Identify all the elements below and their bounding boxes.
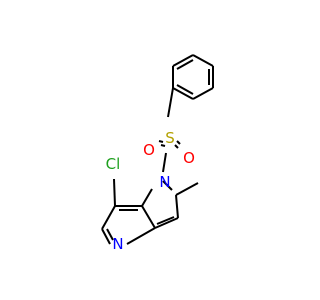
bond [160,144,166,147]
bond [162,180,173,191]
bond [158,140,164,143]
bond-inner [176,84,194,95]
bond [172,87,194,100]
bond [113,178,116,207]
bond [175,182,199,196]
bond [162,152,167,173]
bond [192,54,214,67]
bond [141,205,156,229]
molecule-structure: Cl S O O N N [101,54,214,253]
bond [176,140,181,145]
bond [141,188,153,207]
bond [192,87,214,100]
bond [167,87,174,118]
chlorine-label: Cl [106,155,121,173]
sulfur-label: S [165,129,175,147]
nitrogen-pyrrole-label: N [159,173,170,191]
bond-inner [156,216,175,225]
bond [126,227,156,245]
bond [174,144,179,149]
bond [172,54,194,67]
bond [154,217,179,229]
bond [101,228,111,245]
bond-inner [106,228,114,241]
oxygen-right-label: O [183,149,195,167]
bond [101,205,116,230]
oxygen-left-label: O [143,141,155,159]
bond-layer [101,54,214,245]
atom-labels: Cl S O O N N [106,129,195,253]
nitrogen-pyridine-label: N [112,235,123,253]
bond-inner [176,59,194,70]
bond [175,194,179,219]
